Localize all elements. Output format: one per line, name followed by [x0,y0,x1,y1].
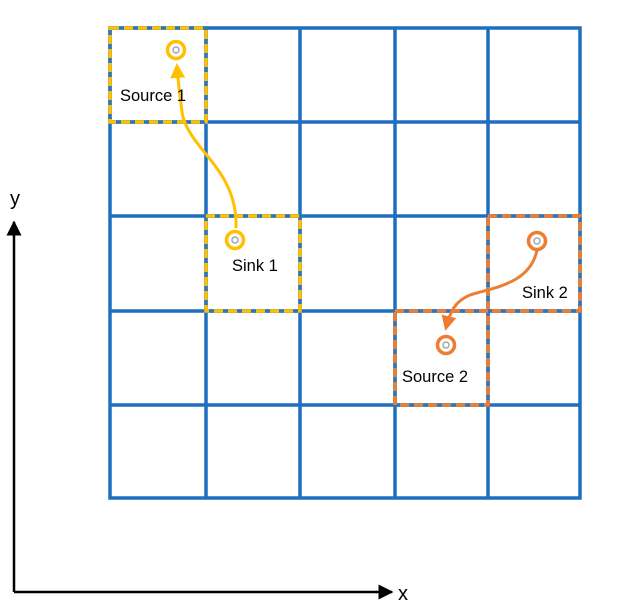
region-source-1 [108,26,208,124]
region-source-2 [393,309,490,407]
flow-arrow-sink2-to-source2 [441,249,539,331]
label-sink-2: Sink 2 [522,284,568,302]
node-sink-2-icon [526,230,548,252]
node-source-1-icon [165,39,187,61]
label-source-1: Source 1 [120,87,186,105]
flow-arrow-sink1-to-source1 [170,63,238,229]
label-sink-1: Sink 1 [232,257,278,275]
y-axis-label: y [10,188,20,210]
x-axis-label: x [398,583,408,605]
region-sink-2 [486,214,582,313]
label-source-2: Source 2 [402,368,468,386]
region-sink-1 [204,214,302,313]
node-source-2-icon [435,334,457,356]
node-sink-1-icon [224,229,246,251]
axes: y x [6,188,408,605]
